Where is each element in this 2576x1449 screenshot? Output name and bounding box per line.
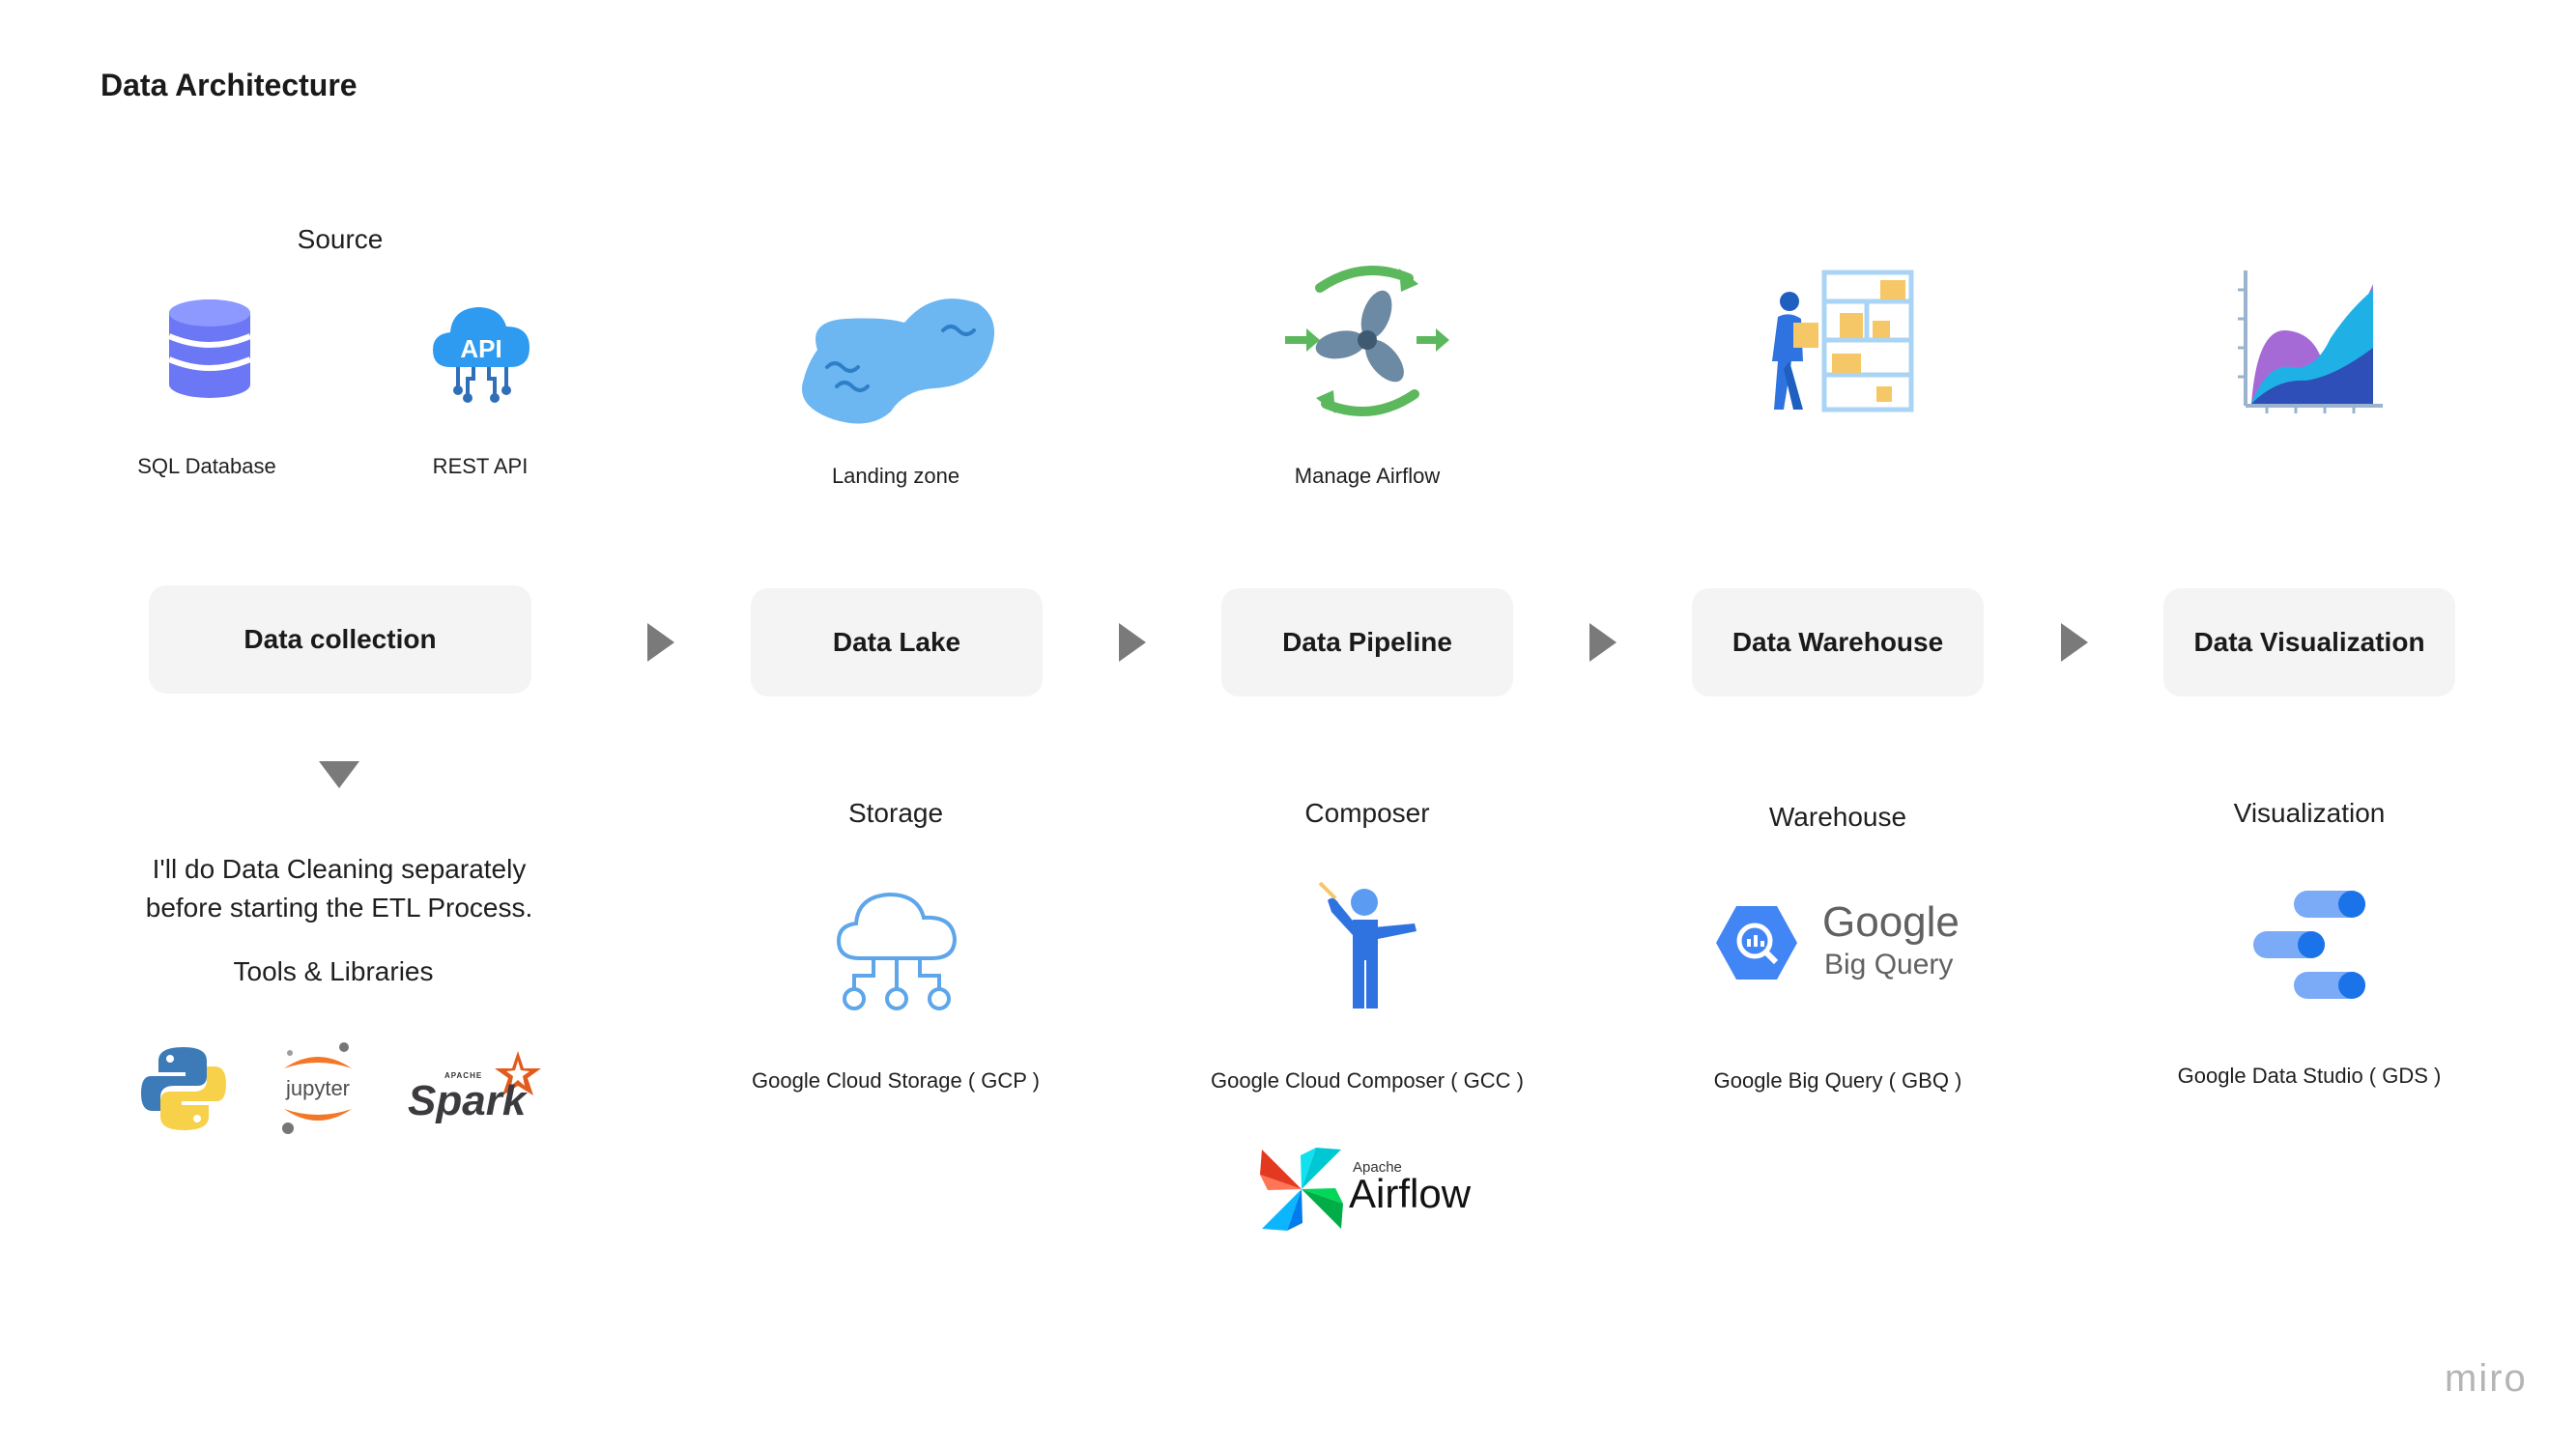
stage-data-visualization[interactable]: Data Visualization bbox=[2163, 588, 2455, 696]
airflow-apache-word: Apache bbox=[1353, 1159, 1402, 1176]
flow-arrow-2 bbox=[1119, 623, 1146, 662]
stage-data-collection[interactable]: Data collection bbox=[149, 585, 531, 694]
flow-arrow-1 bbox=[647, 623, 674, 662]
tools-heading: Tools & Libraries bbox=[233, 956, 434, 986]
spark-logo-icon: APACHE Spark bbox=[408, 1051, 541, 1124]
stage-data-lake[interactable]: Data Lake bbox=[751, 588, 1043, 696]
sql-database-label: SQL Database bbox=[137, 454, 276, 478]
flow-arrow-4 bbox=[2061, 623, 2088, 662]
stage-data-pipeline-label: Data Pipeline bbox=[1282, 627, 1452, 657]
category-composer: Composer bbox=[1304, 798, 1430, 828]
rest-api-label: REST API bbox=[432, 454, 529, 478]
miro-watermark: miro bbox=[2445, 1357, 2528, 1400]
database-icon bbox=[167, 299, 252, 398]
stage-data-visualization-label: Data Visualization bbox=[2193, 627, 2425, 657]
spark-text: Spark bbox=[408, 1077, 529, 1124]
stage-data-collection-label: Data collection bbox=[243, 624, 437, 654]
bigquery-google-word: Google bbox=[1822, 898, 1960, 946]
service-gds: Google Data Studio ( GDS ) bbox=[2177, 1064, 2442, 1088]
airflow-fan-icon bbox=[1285, 266, 1449, 416]
jupyter-text: jupyter bbox=[285, 1076, 350, 1100]
stage-data-lake-label: Data Lake bbox=[832, 627, 961, 657]
lake-icon bbox=[802, 298, 995, 424]
airflow-name-word: Airflow bbox=[1349, 1171, 1472, 1216]
flow-arrow-3 bbox=[1589, 623, 1617, 662]
composer-conductor-icon bbox=[1318, 881, 1417, 1009]
bigquery-logo-icon bbox=[1716, 906, 1797, 980]
category-visualization: Visualization bbox=[2233, 798, 2386, 828]
source-heading: Source bbox=[297, 224, 384, 254]
cleaning-note: I'll do Data Cleaning separately before … bbox=[146, 850, 533, 927]
category-warehouse: Warehouse bbox=[1768, 802, 1907, 832]
bigquery-product-word: Big Query bbox=[1824, 949, 1954, 980]
flow-arrow-down bbox=[319, 761, 359, 788]
apache-airflow-logo-icon bbox=[1260, 1148, 1343, 1231]
spark-apache-text: APACHE bbox=[444, 1071, 482, 1080]
category-storage: Storage bbox=[847, 798, 944, 828]
python-logo-icon bbox=[141, 1047, 226, 1130]
page-title: Data Architecture bbox=[100, 68, 358, 102]
api-text: API bbox=[460, 334, 501, 363]
api-cloud-icon: API bbox=[433, 307, 530, 403]
cloud-storage-icon bbox=[836, 892, 958, 1010]
jupyter-logo-icon: jupyter bbox=[282, 1042, 352, 1134]
service-gcc: Google Cloud Composer ( GCC ) bbox=[1210, 1068, 1525, 1093]
service-gbq: Google Big Query ( GBQ ) bbox=[1713, 1068, 1962, 1093]
landing-zone-label: Landing zone bbox=[831, 464, 960, 488]
cleaning-note-line1: I'll do Data Cleaning separately bbox=[152, 854, 527, 884]
stage-data-warehouse[interactable]: Data Warehouse bbox=[1692, 588, 1984, 696]
stage-data-pipeline[interactable]: Data Pipeline bbox=[1221, 588, 1513, 696]
manage-airflow-label: Manage Airflow bbox=[1294, 464, 1441, 488]
cleaning-note-line2: before starting the ETL Process. bbox=[145, 893, 533, 923]
area-chart-icon bbox=[2238, 270, 2383, 413]
warehouse-worker-icon bbox=[1772, 270, 1914, 412]
data-studio-logo-icon bbox=[2253, 891, 2365, 999]
stage-data-warehouse-label: Data Warehouse bbox=[1732, 627, 1944, 657]
service-gcs: Google Cloud Storage ( GCP ) bbox=[752, 1068, 1040, 1093]
